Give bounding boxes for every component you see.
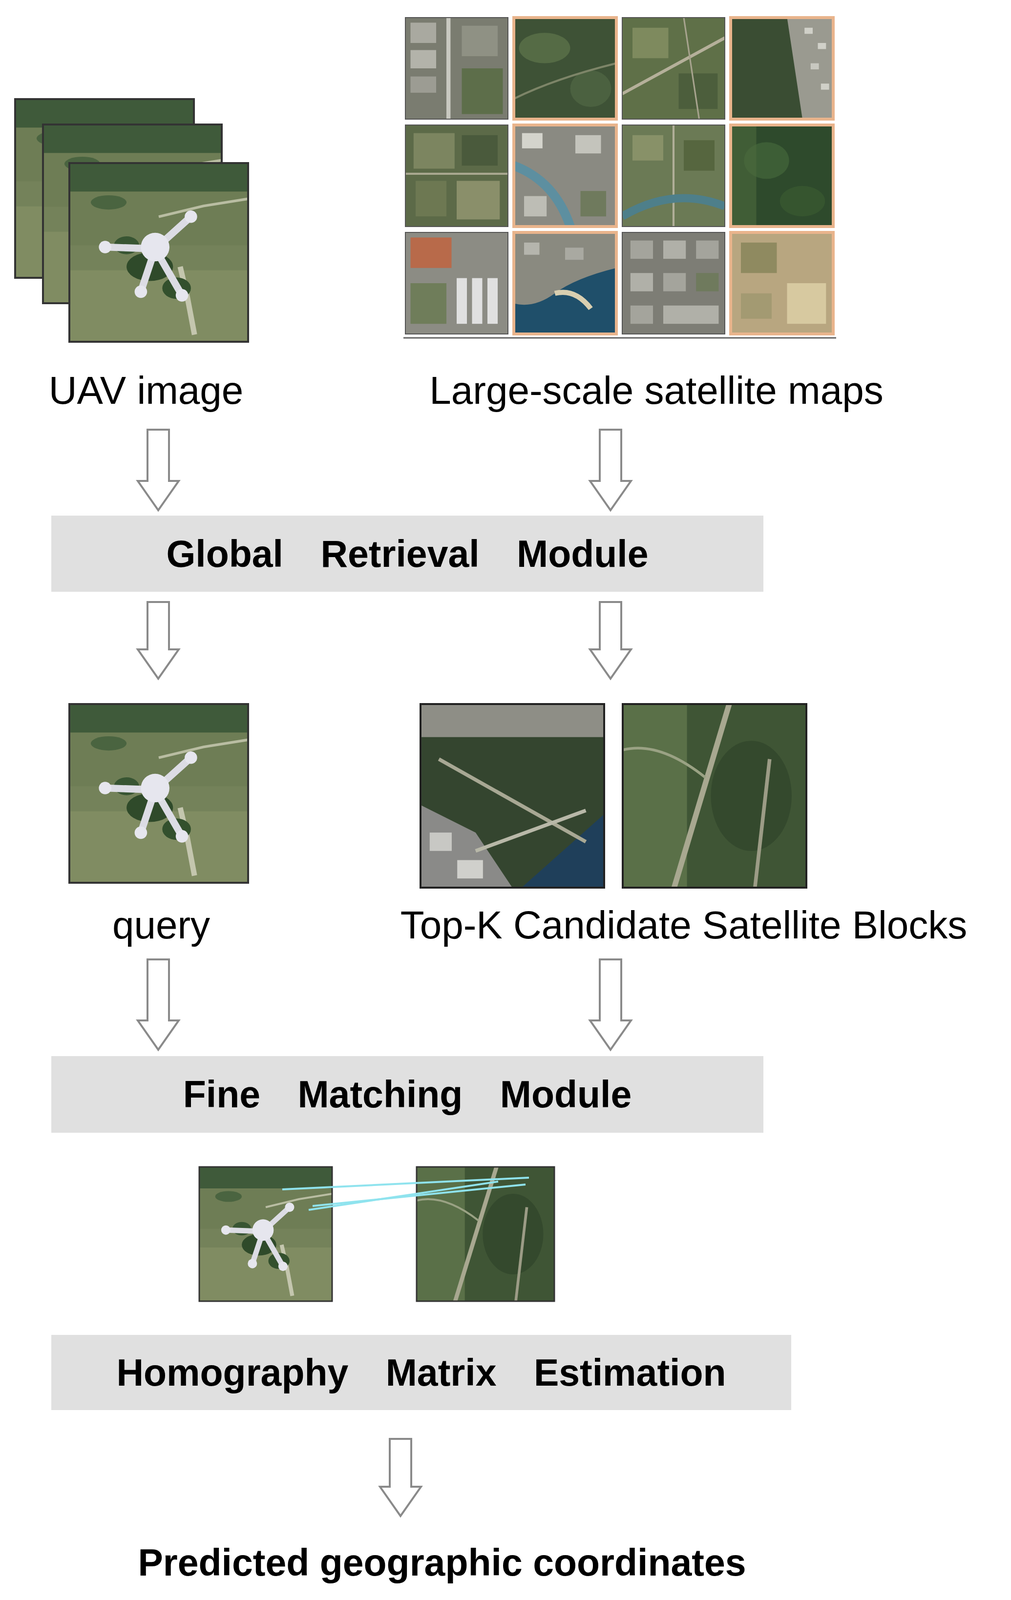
hollow-arrow	[137, 602, 179, 679]
output-text-node: Predicted geographic coordinates	[73, 1538, 811, 1588]
hollow-arrow	[379, 1439, 422, 1517]
arrow-shape	[137, 959, 179, 1051]
image-node: Top-K Candidate Satellite Blocks	[371, 704, 997, 948]
node-label: Homography Matrix Estimation	[116, 1351, 726, 1395]
query-image	[69, 704, 249, 884]
arrow-shape	[137, 429, 179, 511]
uav-image-stack	[15, 99, 249, 342]
arrow-shape	[589, 602, 632, 679]
node-label: Large-scale satellite maps	[403, 368, 910, 413]
process-band: Homography Matrix Estimation	[51, 1335, 792, 1411]
hollow-arrow	[589, 429, 632, 511]
match-illustration	[199, 1167, 555, 1302]
node-label: Fine Matching Module	[183, 1073, 632, 1117]
image-node: Large-scale satellite maps	[403, 15, 910, 413]
arrow-shape	[379, 1439, 422, 1517]
node-label: Global Retrieval Module	[166, 532, 649, 576]
satellite-tile-grid	[403, 17, 837, 338]
hollow-arrow	[137, 429, 179, 511]
arrow-shape	[137, 602, 179, 679]
hollow-arrow	[589, 959, 632, 1051]
node-label: UAV image	[29, 368, 263, 413]
process-band: Fine Matching Module	[51, 1056, 764, 1134]
arrow-shape	[589, 429, 632, 511]
node-label: Top-K Candidate Satellite Blocks	[371, 903, 997, 948]
image-node: query	[69, 704, 253, 948]
node-label: query	[69, 903, 253, 948]
node-label: Predicted geographic coordinates	[137, 1541, 746, 1585]
process-band: Global Retrieval Module	[51, 515, 764, 592]
arrow-shape	[589, 959, 632, 1051]
image-node: UAV image	[29, 97, 263, 413]
hollow-arrow	[137, 959, 179, 1051]
candidate-blocks	[420, 704, 807, 888]
hollow-arrow	[589, 602, 632, 679]
